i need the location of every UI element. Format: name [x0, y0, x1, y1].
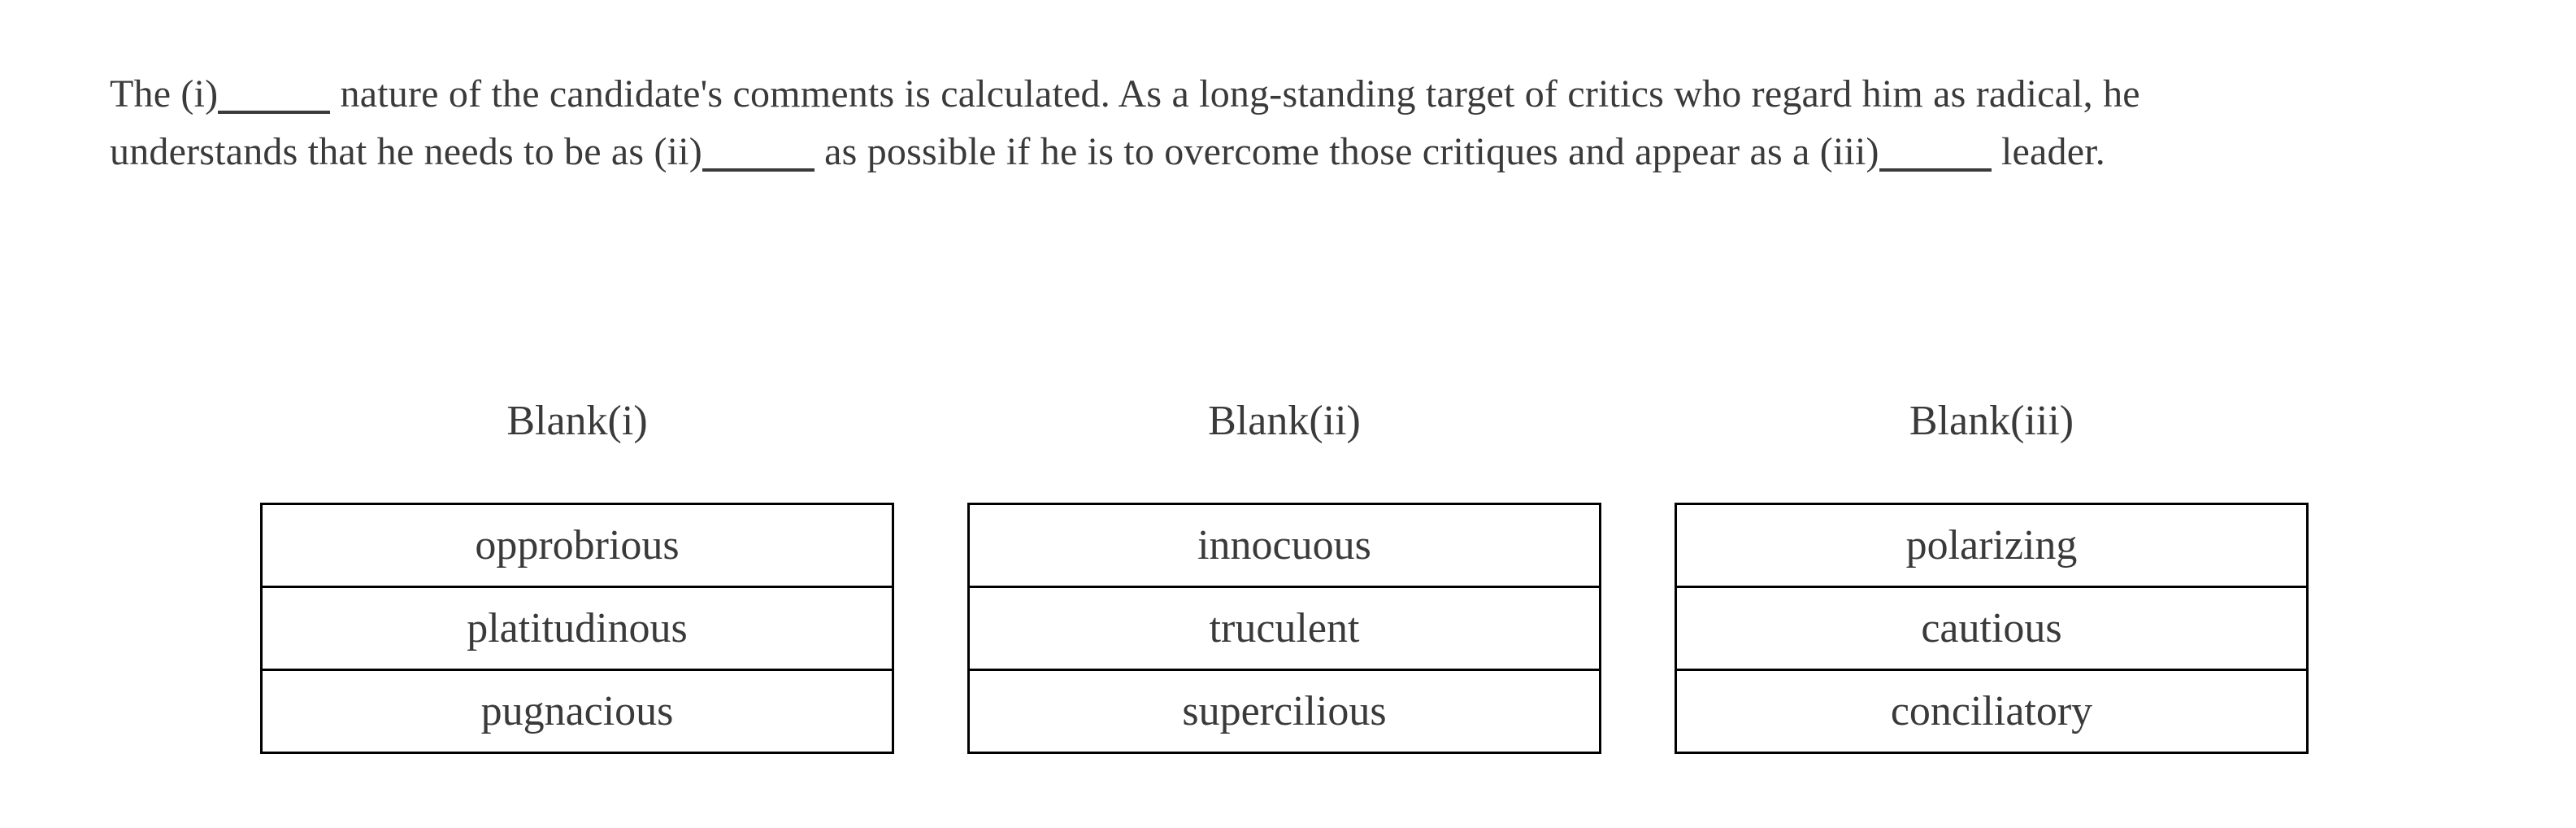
question-segment-5: leader. — [1991, 130, 2105, 173]
option-cell-platitudinous[interactable]: platitudinous — [260, 586, 894, 671]
table-row: conciliatory — [1675, 669, 2309, 754]
table-row: innocuous — [967, 503, 1601, 588]
table-row: polarizing — [1675, 503, 2309, 588]
blank-i-header: Blank(i) — [506, 398, 648, 444]
option-cell-opprobrious[interactable]: opprobrious — [260, 503, 894, 588]
blank-ii-line — [702, 168, 815, 172]
blank-i-line — [218, 111, 331, 114]
blank-iii-options-table: polarizing cautious conciliatory — [1675, 503, 2309, 754]
blank-ii-options-table: innocuous truculent supercilious — [967, 503, 1601, 754]
table-row: pugnacious — [260, 669, 894, 754]
table-row: cautious — [1675, 586, 2309, 671]
option-cell-pugnacious[interactable]: pugnacious — [260, 669, 894, 754]
blank-ii-column: Blank(ii) innocuous truculent supercilio… — [967, 398, 1601, 754]
option-cell-supercilious[interactable]: supercilious — [967, 669, 1601, 754]
table-row: supercilious — [967, 669, 1601, 754]
question-segment-4: as possible if he is to overcome those c… — [814, 130, 1879, 173]
option-cell-conciliatory[interactable]: conciliatory — [1675, 669, 2309, 754]
blank-iii-line — [1879, 168, 1992, 172]
option-cell-truculent[interactable]: truculent — [967, 586, 1601, 671]
blank-i-options-table: opprobrious platitudinous pugnacious — [260, 503, 894, 754]
blank-iii-header: Blank(iii) — [1909, 398, 2074, 444]
option-cell-polarizing[interactable]: polarizing — [1675, 503, 2309, 588]
table-row: truculent — [967, 586, 1601, 671]
question-segment-1: The (i) — [110, 72, 219, 115]
question-text: The (i) nature of the candidate's commen… — [110, 65, 2516, 181]
blank-iii-column: Blank(iii) polarizing cautious conciliat… — [1675, 398, 2309, 754]
table-row: opprobrious — [260, 503, 894, 588]
question-segment-3: understands that he needs to be as (ii) — [110, 130, 702, 173]
blank-i-column: Blank(i) opprobrious platitudinous pugna… — [260, 398, 894, 754]
blank-ii-header: Blank(ii) — [1208, 398, 1361, 444]
table-row: platitudinous — [260, 586, 894, 671]
option-cell-innocuous[interactable]: innocuous — [967, 503, 1601, 588]
question-segment-2: nature of the candidate's comments is ca… — [330, 72, 2140, 115]
option-cell-cautious[interactable]: cautious — [1675, 586, 2309, 671]
